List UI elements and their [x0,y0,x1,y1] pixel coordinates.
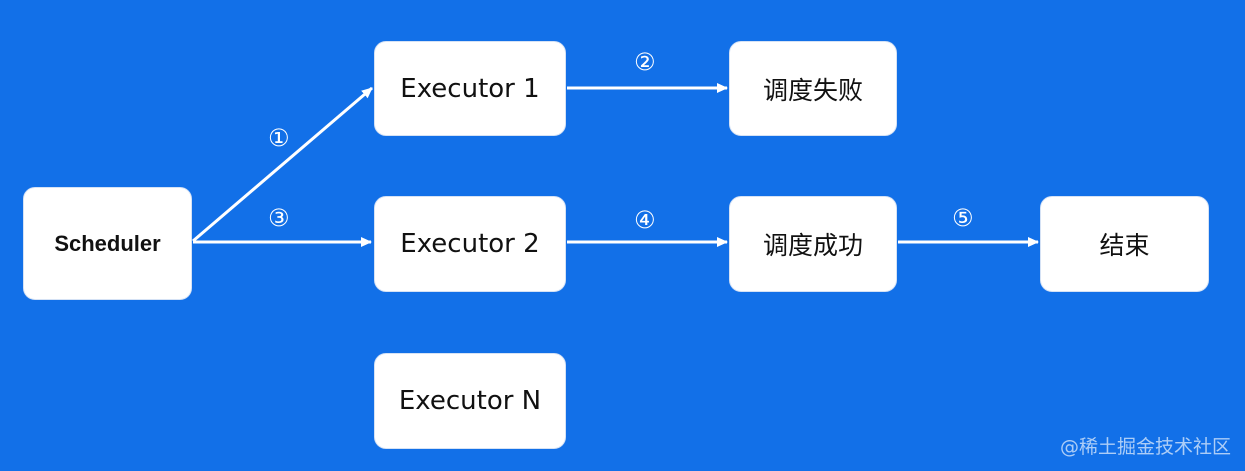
end-label: 结束 [1099,231,1150,260]
executor-1-node: Executor 1 [374,41,566,136]
schedule-success-label: 调度成功 [762,231,863,260]
step-4-label: ④ [634,206,656,234]
executor-1-label: Executor 1 [400,73,540,104]
watermark: @稀土掘金技术社区 [1059,436,1231,458]
edge-scheduler-to-executor-1 [192,86,373,243]
executor-n-label: Executor N [398,386,542,416]
scheduler-label: Scheduler [54,230,161,256]
step-3-label: ③ [268,204,290,232]
schedule-failed-node: 调度失败 [729,41,897,136]
end-node: 结束 [1040,196,1209,292]
scheduler-node: Scheduler [23,187,192,300]
step-2-label: ② [634,48,656,76]
step-1-label: ① [268,124,290,152]
executor-2-label: Executor 2 [400,229,540,259]
executor-2-node: Executor 2 [374,196,566,292]
schedule-success-node: 调度成功 [729,196,897,292]
schedule-failed-label: 调度失败 [762,75,863,105]
step-5-label: ⑤ [952,204,974,232]
executor-n-node: Executor N [374,353,566,449]
